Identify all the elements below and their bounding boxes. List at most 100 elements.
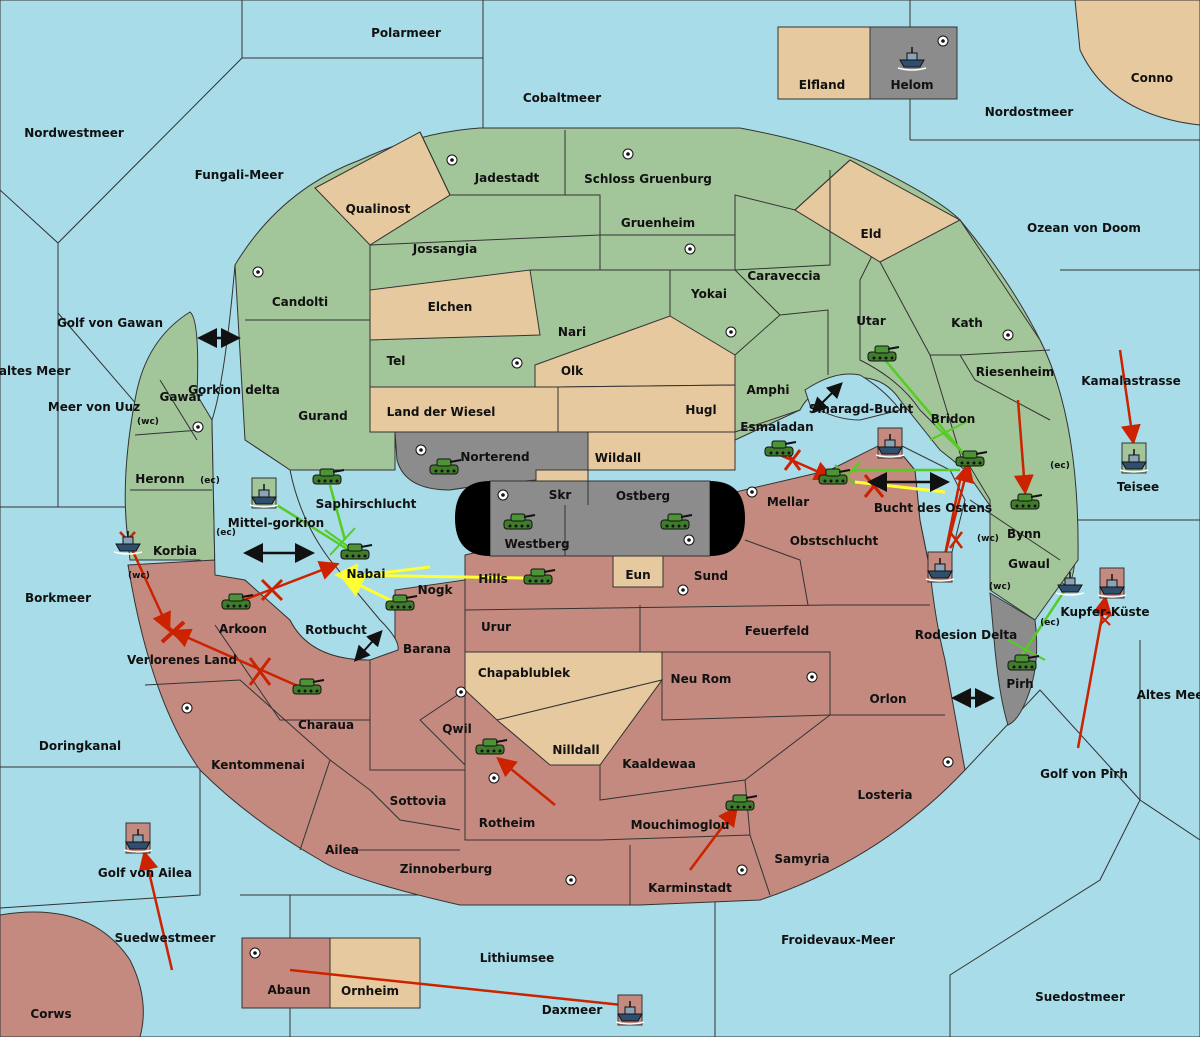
sea-label: Lithiumsee: [480, 951, 555, 965]
province-label: Bynn: [1007, 527, 1041, 541]
ship-icon[interactable]: [925, 551, 955, 583]
province-label: Westberg: [504, 537, 569, 551]
province-label: Helom: [890, 78, 933, 92]
province-label: Arkoon: [219, 622, 267, 636]
supply-center-marker: [446, 154, 458, 166]
province-label: Ostberg: [616, 489, 670, 503]
province-label: Orlon: [869, 692, 906, 706]
pirh-province[interactable]: [989, 592, 1038, 726]
province-label: Norterend: [460, 450, 529, 464]
supply-center-marker: [497, 489, 509, 501]
supply-center-marker: [746, 486, 758, 498]
coast-label: (wc): [128, 571, 150, 581]
province-label: Hugl: [685, 403, 716, 417]
coast-labels: (wc) (ec) (ec) (wc) (ec) (wc) (wc) (ec): [128, 417, 1070, 628]
province-label: Gawar: [159, 390, 202, 404]
sea-label: Suedwestmeer: [115, 931, 216, 945]
province-label: Nogk: [418, 583, 454, 597]
province-label: Esmaladan: [740, 420, 813, 434]
province-label: Caraveccia: [747, 269, 820, 283]
province-label: Land der Wiesel: [387, 405, 496, 419]
sea-label: Golf von Ailea: [98, 866, 192, 880]
province-label: Mellar: [767, 495, 809, 509]
supply-center-marker: [1002, 329, 1014, 341]
sea-label: Cobaltmeer: [523, 91, 601, 105]
sea-label: Altes Meer: [1137, 688, 1200, 702]
province-label: Bridon: [931, 412, 976, 426]
supply-center-marker: [942, 756, 954, 768]
ornheim-province[interactable]: [329, 937, 421, 1009]
province-label: Kaaldewaa: [622, 757, 696, 771]
sea-label: Smaragd-Bucht: [809, 402, 914, 416]
west-green-region[interactable]: [124, 311, 216, 577]
province-label: Wildall: [595, 451, 641, 465]
province-label: Barana: [403, 642, 451, 656]
province-label: Eun: [625, 568, 650, 582]
province-label: Jadestadt: [474, 171, 540, 185]
coast-label: (ec): [1050, 461, 1070, 471]
sea-label: Golf von Gawan: [57, 316, 163, 330]
supply-center-marker: [684, 243, 696, 255]
province-label: Samyria: [774, 852, 829, 866]
sea-label: Suedostmeer: [1035, 990, 1125, 1004]
corws-province[interactable]: [0, 911, 144, 1037]
supply-center-marker: [806, 671, 818, 683]
province-label: Feuerfeld: [745, 624, 810, 638]
units: [113, 46, 1149, 1026]
supply-center-marker: [511, 357, 523, 369]
sea-label: Daxmeer: [542, 1003, 603, 1017]
province-label: Rotheim: [479, 816, 536, 830]
province-label: Gwaul: [1008, 557, 1050, 571]
sea-label: Froidevaux-Meer: [781, 933, 895, 947]
province-label: Saphirschlucht: [316, 497, 417, 511]
supply-center-marker: [249, 947, 261, 959]
sea-label: Meer von Uuz: [48, 400, 140, 414]
supply-center-marker: [455, 686, 467, 698]
sea-label: Mittel-gorkion: [228, 516, 324, 530]
coast-label: (ec): [216, 528, 236, 538]
sea-label: Ozean von Doom: [1027, 221, 1141, 235]
land-labels: Elfland Helom Conno Teisee Corws Abaun O…: [30, 71, 1173, 1021]
sea-label: Golf von Pirh: [1040, 767, 1128, 781]
province-label: Yokai: [690, 287, 727, 301]
supply-center-marker: [181, 702, 193, 714]
sea-label: Rotbucht: [305, 623, 367, 637]
supply-center-marker: [736, 864, 748, 876]
supply-center-marker: [683, 534, 695, 546]
province-label: Nilldall: [552, 743, 599, 757]
province-label: Candolti: [272, 295, 328, 309]
province-label: Neu Rom: [671, 672, 732, 686]
coast-label: (wc): [989, 582, 1011, 592]
province-label: Losteria: [857, 788, 912, 802]
province-label: Schloss Gruenburg: [584, 172, 712, 186]
supply-centers: [181, 35, 1014, 959]
province-label: Verlorenes Land: [127, 653, 237, 667]
ship-icon[interactable]: [875, 427, 905, 459]
ship-icon[interactable]: [615, 994, 645, 1026]
sea-label: Fungali-Meer: [195, 168, 284, 182]
province-label: Kupfer-Küste: [1060, 605, 1149, 619]
sea-label: Borkmeer: [25, 591, 91, 605]
norterend-province[interactable]: [394, 431, 589, 491]
ship-icon[interactable]: [249, 477, 279, 509]
province-label: Chapablublek: [478, 666, 571, 680]
province-label: Sottovia: [390, 794, 447, 808]
supply-center-marker: [488, 772, 500, 784]
province-label: Elfland: [799, 78, 845, 92]
ship-icon[interactable]: [1119, 442, 1149, 474]
ship-icon[interactable]: [1097, 567, 1127, 599]
ship-icon[interactable]: [123, 822, 153, 854]
province-label: Obstschlucht: [790, 534, 879, 548]
province-label: Sund: [694, 569, 728, 583]
impassable: [394, 431, 745, 557]
province-label: Utar: [856, 314, 886, 328]
province-borders: [130, 130, 1061, 905]
supply-center-marker: [252, 266, 264, 278]
province-label: Heronn: [135, 472, 184, 486]
province-label: Nari: [558, 325, 586, 339]
province-label: Tel: [387, 354, 406, 368]
province-label: Qualinost: [346, 202, 411, 216]
